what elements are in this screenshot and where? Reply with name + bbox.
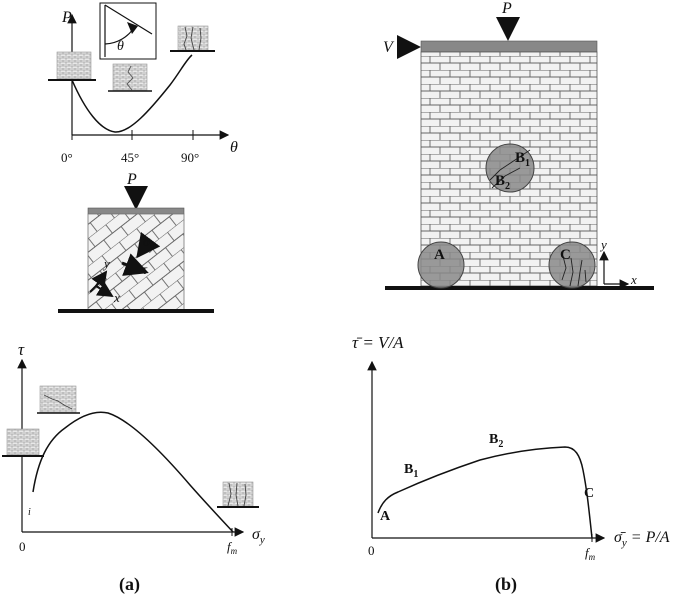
point-B2-label: B2: [489, 432, 503, 450]
tick-45: 45°: [121, 150, 139, 165]
panel-a-top-plot: P θ 0° 45° 90°: [48, 2, 238, 165]
angle-inset: θ: [99, 2, 157, 60]
wall-b-load-V: V: [383, 39, 395, 56]
zone-B2-label: B2: [495, 173, 510, 192]
zone-B1-label: B1: [515, 150, 530, 169]
point-C-label: C: [584, 486, 594, 501]
tau-wall-sketch-left: [2, 428, 44, 457]
point-B1-label: B1: [404, 462, 418, 480]
zone-C-label: C: [560, 247, 571, 263]
local-x-axis-label: x: [113, 290, 120, 305]
angle-theta-label: θ: [117, 39, 124, 54]
origin-0-b: 0: [368, 543, 375, 558]
caption-b: (b): [495, 574, 517, 595]
point-A-label: A: [380, 509, 391, 524]
wall-b-load-P: P: [501, 0, 512, 17]
p-theta-curve: [71, 54, 193, 133]
wall-a-top-beam: [87, 207, 185, 215]
tau-bar-label: τ̄ = V/A: [352, 333, 404, 352]
tick-90: 90°: [181, 150, 199, 165]
global-x-axis-label: x: [630, 272, 637, 287]
tick-0: 0°: [61, 150, 73, 165]
wall-sketch-45deg: [108, 63, 152, 92]
local-y-axis-label: y: [102, 256, 110, 271]
wall-b-top-beam: [420, 40, 598, 53]
tau-wall-sketch-peak: [37, 385, 80, 414]
fm-label-b: fm: [585, 545, 596, 562]
theta-axis-label: θ: [230, 139, 238, 156]
sigma-y-label: σy: [143, 235, 155, 253]
caption-a: (a): [119, 574, 140, 595]
sigma-axis-label: σy: [252, 526, 265, 546]
tau-bar-sigma-curve: [377, 446, 593, 539]
zone-A-circle: [417, 241, 465, 289]
panel-b-plot: τ̄ = V/A σ̄y= P/A 0 fm A B1 B2 C: [352, 333, 670, 562]
zone-B-circle: [485, 143, 535, 193]
origin-0-a: 0: [19, 539, 26, 554]
wall-sketch-90deg: [170, 25, 215, 52]
tau-wall-sketch-right: [217, 481, 259, 508]
fm-label-a: fm: [227, 539, 238, 556]
panel-a-tau-sigma-plot: τ σy 0 fm i: [2, 340, 265, 556]
panel-a-wall-sketch: P σy τ y x: [58, 171, 214, 313]
tau-axis-label: τ: [18, 340, 25, 359]
sigma-bar-label: σ̄y= P/A: [614, 529, 670, 549]
tau-sigma-curve: [32, 411, 234, 533]
wall-a-load-label: P: [126, 171, 137, 188]
wall-sketch-0deg: [48, 51, 96, 81]
wall-a-body: [87, 213, 185, 311]
global-y-axis-label: y: [599, 237, 607, 252]
tau-label: τ: [142, 263, 148, 278]
p-axis-label: P: [61, 9, 72, 26]
zone-A-label: A: [434, 247, 445, 263]
panel-b-wall: P V A B1 B2 C y x: [383, 0, 654, 290]
small-mark-i: i: [28, 507, 31, 518]
